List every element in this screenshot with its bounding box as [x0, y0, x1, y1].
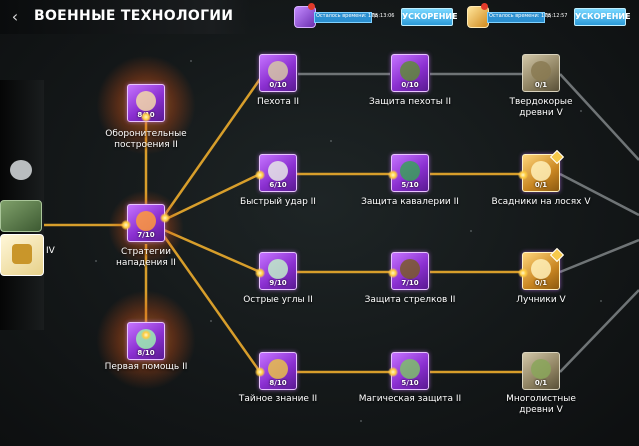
- tech-label: Защита стрелков II: [364, 295, 456, 305]
- link-spark: [388, 367, 398, 377]
- link-spark: [388, 170, 398, 180]
- tech-label: Быстрый удар II: [240, 197, 316, 207]
- tech-level: 7/10: [137, 231, 155, 239]
- tech-label: Лучники V: [516, 295, 566, 305]
- tech-level: 9/10: [269, 279, 287, 287]
- tech-level: 0/1: [534, 279, 548, 287]
- crown-icon: [268, 359, 288, 379]
- link-spark: [255, 170, 265, 180]
- link-spark: [518, 170, 528, 180]
- timer-progress-bar: [487, 12, 545, 23]
- link-spark: [518, 268, 528, 278]
- tech-node-infantry[interactable]: 0/10: [259, 54, 297, 92]
- tech-tile: [522, 54, 560, 92]
- tech-label: Всадники на лосях V: [491, 197, 591, 207]
- tech-node-archers[interactable]: 0/1: [522, 252, 560, 290]
- spellbook-icon: [400, 359, 420, 379]
- tech-node-infantry-defense[interactable]: 0/10: [391, 54, 429, 92]
- speedup-button[interactable]: УСКОРЕНИЕ: [574, 8, 631, 26]
- shield-tech-icon[interactable]: [0, 234, 44, 276]
- tech-node-first-aid[interactable]: 8/10: [127, 322, 165, 360]
- tech-level: 0/1: [534, 81, 548, 89]
- tech-node-attack-strategies[interactable]: 7/10: [127, 204, 165, 242]
- notification-dot: [308, 3, 315, 10]
- tech-label: Стратегии нападения II: [116, 247, 176, 268]
- tech-level: 5/10: [401, 379, 419, 387]
- tech-node-leafy-ents[interactable]: 0/1: [522, 352, 560, 390]
- tech-tile: [259, 352, 297, 390]
- timer-progress-bar: [314, 12, 372, 23]
- link-spark: [121, 220, 131, 230]
- tech-label: Тайное знание II: [238, 394, 318, 404]
- fire-orb-icon: [136, 211, 156, 231]
- link-spark: [255, 367, 265, 377]
- tech-tile: [522, 252, 560, 290]
- helmet-icon[interactable]: [10, 160, 32, 180]
- tech-level: 7/10: [401, 279, 419, 287]
- tech-tile: [259, 252, 297, 290]
- timer-remaining-text: Осталось времени: 17д: [316, 13, 378, 19]
- arrowhead-icon: [268, 259, 288, 279]
- tech-level: 8/10: [269, 379, 287, 387]
- tech-label: Защита пехоты II: [368, 97, 451, 107]
- tech-node-sharp-corners[interactable]: 9/10: [259, 252, 297, 290]
- tech-label: Острые углы II: [243, 295, 313, 305]
- timer-clock: 05:13:06: [372, 13, 395, 19]
- tech-level: 0/1: [534, 181, 548, 189]
- tech-tile: [259, 154, 297, 192]
- tech-tile: [391, 54, 429, 92]
- tech-level: 5/10: [401, 181, 419, 189]
- tech-node-ironbark-ents[interactable]: 0/1: [522, 54, 560, 92]
- timer-remaining-text: Осталось времени: 17д: [489, 13, 551, 19]
- notification-dot: [481, 3, 488, 10]
- tech-label: Пехота II: [256, 97, 300, 107]
- tech-node-elk-riders[interactable]: 0/1: [522, 154, 560, 192]
- turtle-shield-icon: [400, 61, 420, 81]
- tech-label: Твердокорые древни V: [509, 97, 573, 118]
- quiver-icon: [400, 259, 420, 279]
- tech-tile: [522, 352, 560, 390]
- tech-label: Магическая защита II: [358, 394, 462, 404]
- tech-level: 0/1: [534, 379, 548, 387]
- elk-rider-portrait-icon: [531, 161, 551, 181]
- back-arrow-icon[interactable]: ‹: [11, 7, 19, 26]
- tech-level: 8/10: [137, 349, 155, 357]
- side-tier-label: IV: [46, 246, 55, 256]
- boot-icon: [268, 61, 288, 81]
- timer-clock: 05:12:57: [545, 13, 568, 19]
- tech-tile: [522, 154, 560, 192]
- link-spark: [388, 268, 398, 278]
- tech-level: 6/10: [269, 181, 287, 189]
- tech-node-swift-strike[interactable]: 6/10: [259, 154, 297, 192]
- leafy-ent-portrait-icon: [531, 359, 551, 379]
- tech-level: 0/10: [401, 81, 419, 89]
- tech-level: 0/10: [269, 81, 287, 89]
- link-spark: [141, 112, 151, 122]
- link-spark: [141, 330, 151, 340]
- ent-portrait-icon: [531, 61, 551, 81]
- link-spark: [255, 268, 265, 278]
- troop-portrait-icon[interactable]: [0, 200, 42, 232]
- tech-label: Многолистные древни V: [506, 394, 576, 415]
- tech-label: Первая помощь II: [104, 362, 188, 372]
- link-spark: [160, 213, 170, 223]
- crossed-blades-icon: [268, 161, 288, 181]
- page-title: ВОЕННЫЕ ТЕХНОЛОГИИ: [34, 8, 234, 24]
- header-bar: [0, 0, 250, 34]
- armor-icon: [400, 161, 420, 181]
- tech-tile: [259, 54, 297, 92]
- speedup-button[interactable]: УСКОРЕНИЕ: [401, 8, 458, 26]
- tech-node-secret-knowledge[interactable]: 8/10: [259, 352, 297, 390]
- tech-label: Оборонительные построения II: [105, 129, 187, 150]
- ram-icon: [136, 91, 156, 111]
- tech-label: Защита кавалерии II: [361, 197, 459, 207]
- archer-portrait-icon: [531, 259, 551, 279]
